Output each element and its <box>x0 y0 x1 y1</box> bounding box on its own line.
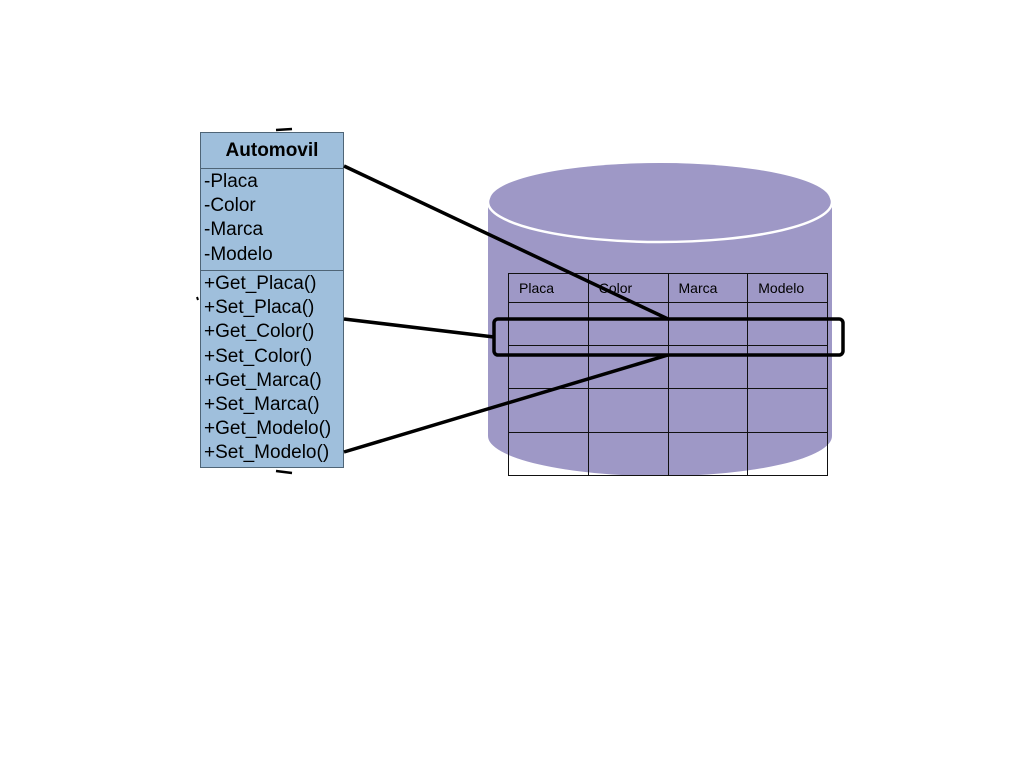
uml-class-box: Automovil -Placa -Color-Marca-Modelo +Get… <box>200 132 344 468</box>
table-cell <box>508 319 589 347</box>
table-cell <box>667 302 749 321</box>
table-row <box>508 302 828 321</box>
class-attribute: -Marca <box>204 219 264 241</box>
table-cell <box>508 431 589 477</box>
class-method: +Get_Placa() <box>204 273 317 294</box>
class-attribute: -Color <box>204 195 256 217</box>
class-method: +Set_Marca() <box>204 394 320 416</box>
table-cell <box>747 431 828 477</box>
table-row <box>508 387 828 433</box>
table-cell <box>747 319 828 347</box>
table-row <box>508 345 828 389</box>
table-cell <box>587 319 669 347</box>
cylinder-top-face <box>490 163 830 237</box>
table-cell <box>667 345 749 389</box>
table-cell <box>667 431 749 477</box>
table-column-header: Color <box>587 272 669 304</box>
table-cell <box>667 319 749 347</box>
table-row <box>508 431 828 477</box>
table-cell <box>508 387 589 433</box>
class-method: +Set_Modelo() <box>204 442 330 464</box>
class-attribute: -Placa <box>204 171 258 192</box>
class-methods: +Get_Placa()+Set_Placa()+Get_Color()+Set… <box>201 271 343 466</box>
class-method: +Get_Modelo() <box>204 418 332 440</box>
table-cell <box>747 387 828 433</box>
class-method: +Set_Color() <box>204 345 313 367</box>
class-method: +Get_Color() <box>204 321 315 343</box>
table-cell <box>747 345 828 389</box>
class-method: +Set_Placa() <box>204 297 315 319</box>
table-column-header: Marca <box>667 272 749 304</box>
table-cell <box>587 387 669 433</box>
table-cell <box>508 302 589 321</box>
table-column-header: Modelo <box>747 272 828 304</box>
class-attribute: -Modelo <box>204 243 273 265</box>
table-cell <box>587 345 669 389</box>
class-name: Automovil <box>201 133 343 169</box>
table-cell <box>747 302 828 321</box>
table-cell <box>587 431 669 477</box>
table-column-header: Placa <box>508 272 589 304</box>
table-cell <box>587 302 669 321</box>
table-cell <box>667 387 749 433</box>
class-attributes: -Placa -Color-Marca-Modelo <box>201 169 343 271</box>
table-row <box>508 319 828 347</box>
class-method: +Get_Marca() <box>204 369 322 391</box>
table-cell <box>508 345 589 389</box>
